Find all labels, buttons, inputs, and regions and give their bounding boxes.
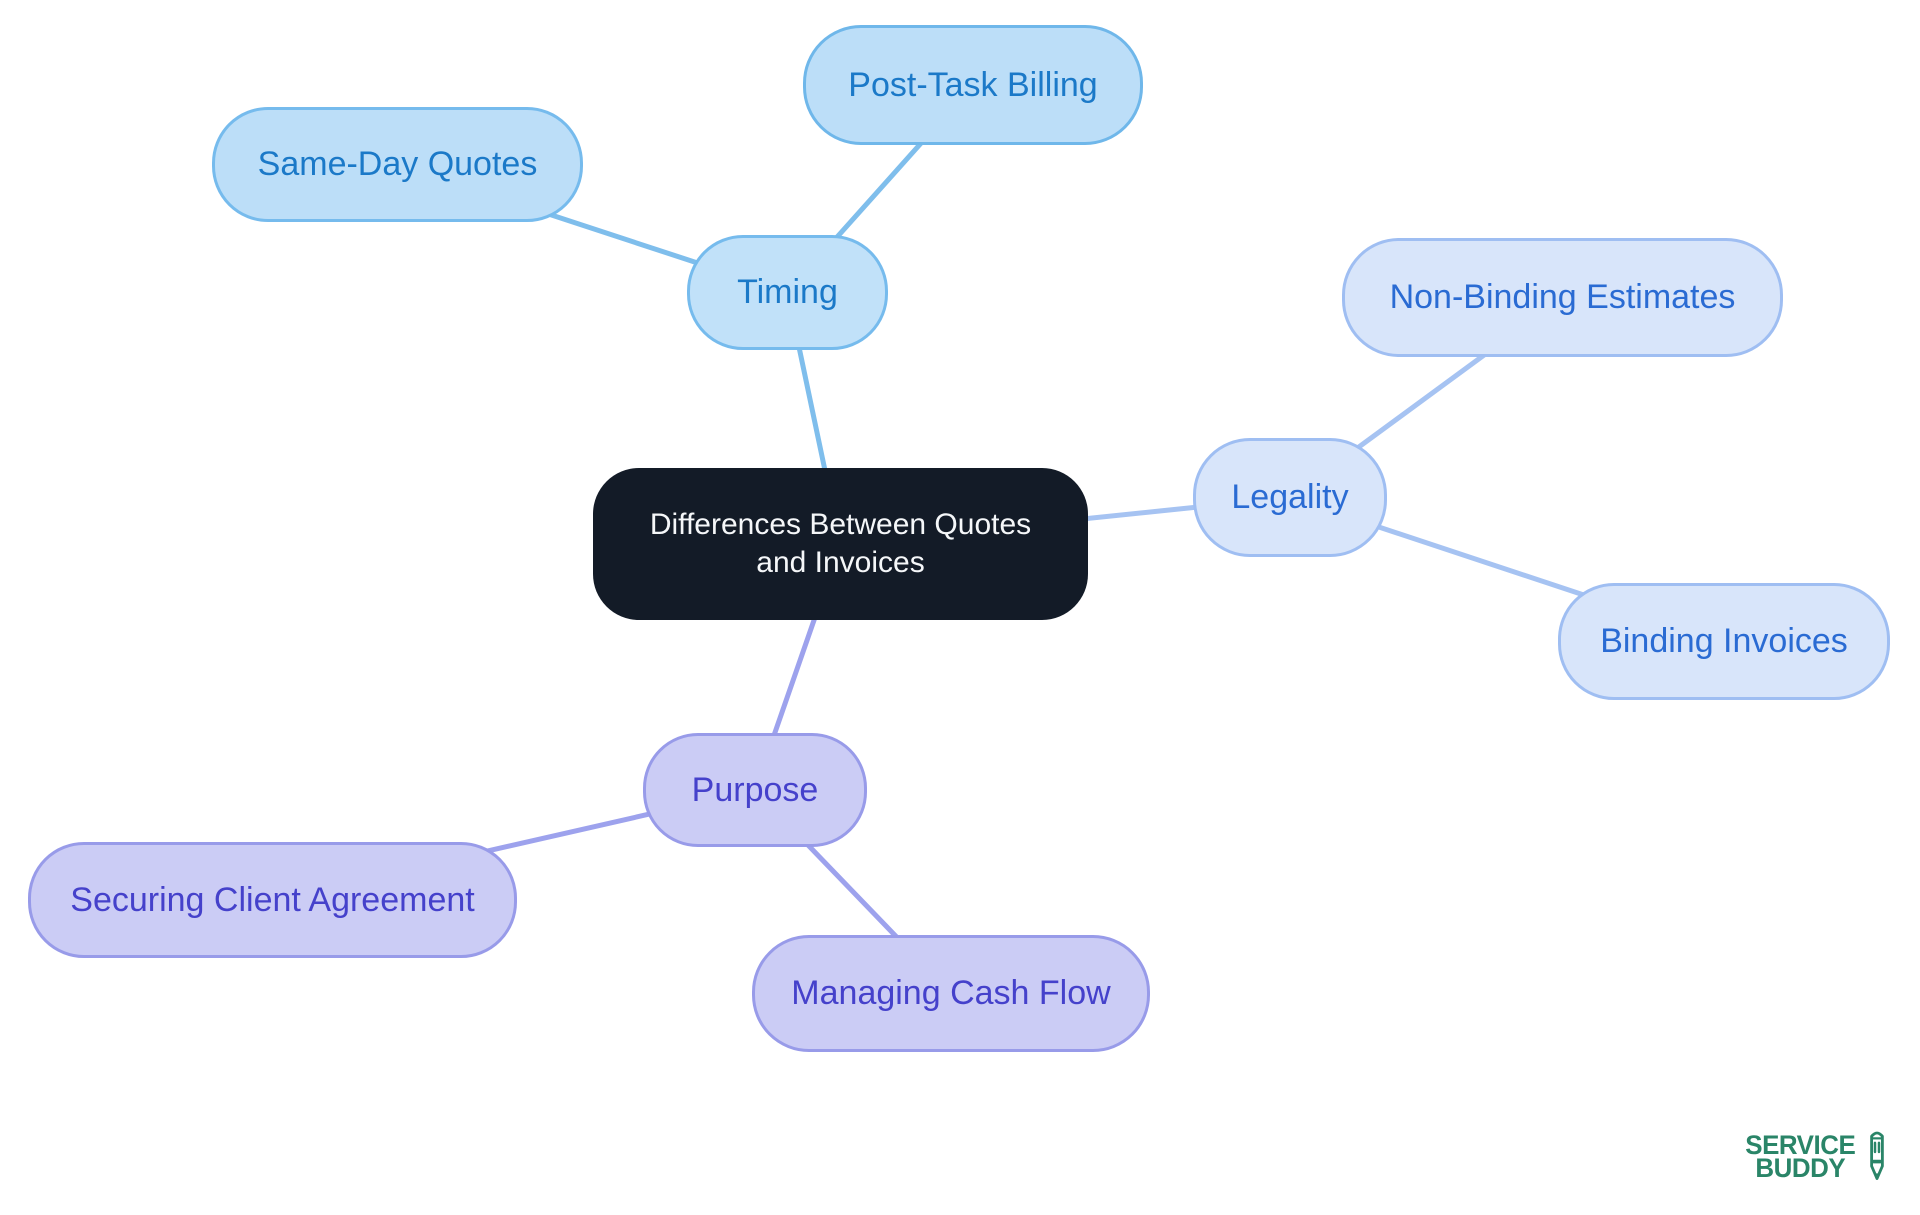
leaf-node-same-day-quotes[interactable]: Same-Day Quotes bbox=[212, 107, 583, 222]
node-label: Legality bbox=[1231, 478, 1349, 516]
branch-node-timing[interactable]: Timing bbox=[687, 235, 888, 350]
central-topic-label-line2: and Invoices bbox=[756, 546, 925, 579]
leaf-node-securing-client-agreement[interactable]: Securing Client Agreement bbox=[28, 842, 517, 958]
central-topic-label-line1: Differences Between Quotes bbox=[649, 508, 1032, 541]
central-topic-node[interactable]: Differences Between Quotes and Invoices bbox=[593, 468, 1088, 620]
leaf-node-post-task-billing[interactable]: Post-Task Billing bbox=[803, 25, 1143, 145]
branch-node-legality[interactable]: Legality bbox=[1193, 438, 1387, 557]
pencil-icon bbox=[1869, 1131, 1884, 1180]
node-label: Binding Invoices bbox=[1600, 622, 1848, 660]
node-label: Same-Day Quotes bbox=[257, 145, 538, 183]
central-topic-label: Differences Between Quotes and Invoices bbox=[650, 506, 1031, 582]
wordmark-line2: BUDDY bbox=[1755, 1153, 1846, 1183]
node-label: Non-Binding Estimates bbox=[1389, 278, 1736, 316]
leaf-node-managing-cash-flow[interactable]: Managing Cash Flow bbox=[752, 935, 1150, 1052]
node-label: Timing bbox=[737, 273, 838, 311]
leaf-node-non-binding-estimates[interactable]: Non-Binding Estimates bbox=[1342, 238, 1783, 357]
branch-node-purpose[interactable]: Purpose bbox=[643, 733, 867, 847]
node-label: Securing Client Agreement bbox=[70, 880, 475, 919]
wordmark-line1: SERVICE bbox=[1745, 1130, 1856, 1160]
leaf-node-binding-invoices[interactable]: Binding Invoices bbox=[1558, 583, 1890, 700]
service-buddy-wordmark: SERVICE BUDDY bbox=[1745, 1130, 1856, 1183]
node-label: Post-Task Billing bbox=[848, 65, 1098, 104]
node-label: Managing Cash Flow bbox=[791, 974, 1111, 1012]
node-label: Purpose bbox=[691, 770, 819, 809]
service-buddy-logo: SERVICE BUDDY bbox=[1743, 1128, 1888, 1186]
